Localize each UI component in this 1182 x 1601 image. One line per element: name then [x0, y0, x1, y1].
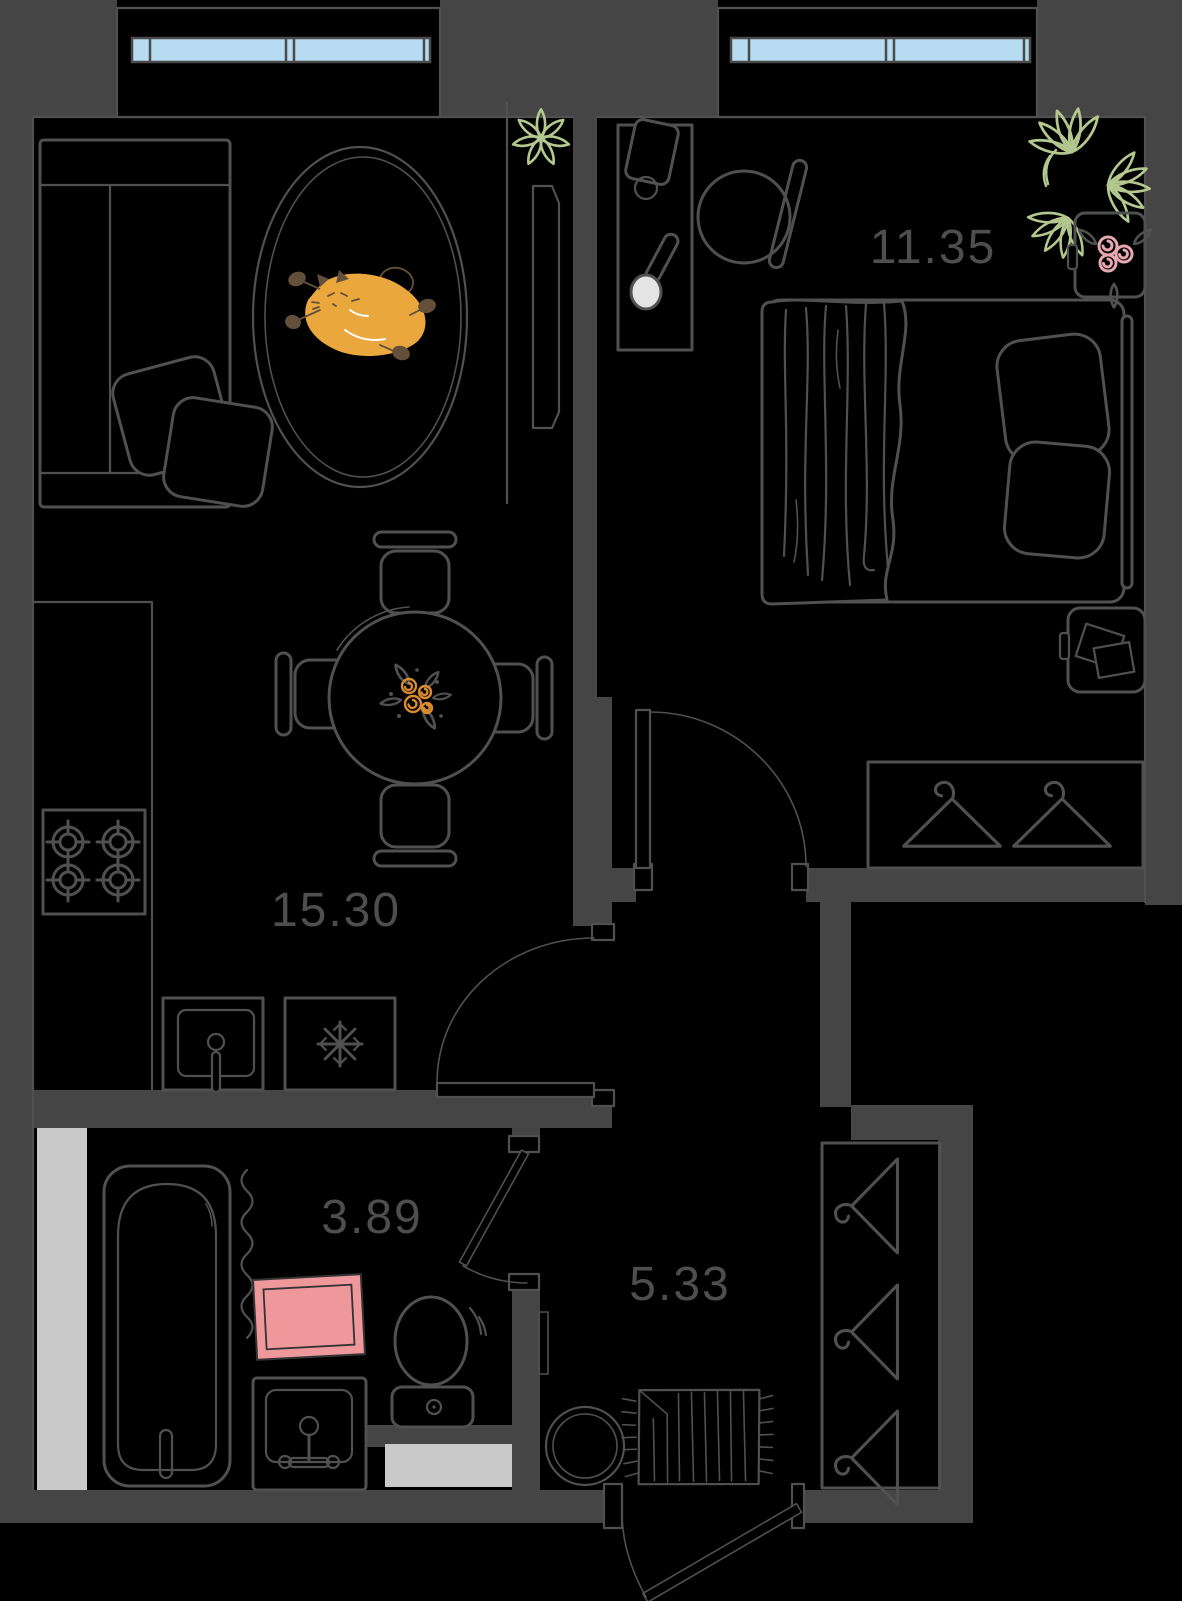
sofa-bed — [38, 138, 274, 509]
window-glass — [130, 36, 432, 64]
drain — [158, 1428, 174, 1480]
entrance-door — [602, 1482, 806, 1601]
snowflake-icon — [316, 1020, 364, 1068]
pillow — [1002, 440, 1112, 560]
chair-south — [372, 783, 458, 868]
bedroom-door — [632, 708, 810, 892]
rose-icon — [1075, 226, 1155, 309]
headboard — [1120, 314, 1134, 590]
stove — [41, 808, 147, 916]
double-bed — [760, 298, 1134, 606]
duct-shaft — [37, 1128, 87, 1490]
door-swing-icon — [621, 1511, 647, 1598]
door-swing-icon — [462, 1265, 528, 1284]
dining-table — [327, 610, 503, 786]
doors — [435, 708, 810, 1601]
area-label-living-kitchen: 15.30 — [271, 884, 401, 937]
oval-rug — [251, 145, 469, 489]
hall-closet — [820, 1141, 942, 1507]
living-kitchen-room: 15.30 — [31, 101, 570, 1094]
kitchen-sink — [161, 996, 265, 1094]
pillow — [162, 396, 274, 508]
area-label-bathroom: 3.89 — [321, 1191, 422, 1244]
door-leaf — [458, 1149, 530, 1267]
bathroom-door — [458, 1134, 541, 1292]
door-swing-icon — [649, 711, 807, 867]
desk-lamp — [629, 232, 680, 311]
chair-north — [372, 530, 458, 615]
paper — [1092, 641, 1136, 679]
blanket — [760, 298, 908, 606]
area-label-bedroom: 11.35 — [870, 221, 997, 274]
door-leaf — [641, 1502, 803, 1601]
walls — [31, 115, 1147, 1523]
pink-rug — [251, 1273, 367, 1361]
hall-shelf — [538, 1311, 549, 1375]
bathtub — [102, 1164, 232, 1488]
cup — [633, 175, 659, 201]
flower-bouquet-icon — [378, 661, 453, 732]
towel-radiator — [240, 1168, 254, 1340]
fridge — [283, 996, 397, 1092]
dining-set — [274, 530, 554, 868]
nightstand-head — [1066, 211, 1155, 309]
washbasin — [251, 1376, 368, 1492]
desk-chair — [696, 158, 809, 270]
window-glass — [729, 36, 1032, 64]
floor-mat — [385, 1444, 512, 1487]
round-mirror — [544, 1405, 626, 1487]
area-label-hallway: 5.33 — [629, 1258, 730, 1311]
toilet — [390, 1295, 488, 1429]
window-left — [115, 6, 442, 119]
nightstand-foot — [1058, 606, 1147, 694]
plant-icon — [1016, 98, 1153, 272]
tv-niche — [505, 101, 561, 505]
living-room-door — [435, 922, 616, 1108]
cat-icon — [285, 266, 436, 361]
doormat — [621, 1388, 774, 1486]
laptop — [624, 118, 680, 186]
window-right — [716, 6, 1039, 119]
door-leaf — [435, 1081, 596, 1099]
tv — [531, 184, 561, 430]
outside-area — [0, 0, 1182, 1523]
bedroom-wardrobe — [866, 760, 1145, 870]
desk — [616, 118, 694, 352]
hallway-room: 5.33 — [538, 1141, 942, 1507]
door-leaf — [634, 708, 652, 870]
bathroom-room: 3.89 — [37, 1128, 512, 1492]
door-swing-icon — [436, 937, 595, 1084]
kitchen-counter — [31, 600, 397, 1094]
bedroom-room: 11.35 — [616, 98, 1155, 870]
